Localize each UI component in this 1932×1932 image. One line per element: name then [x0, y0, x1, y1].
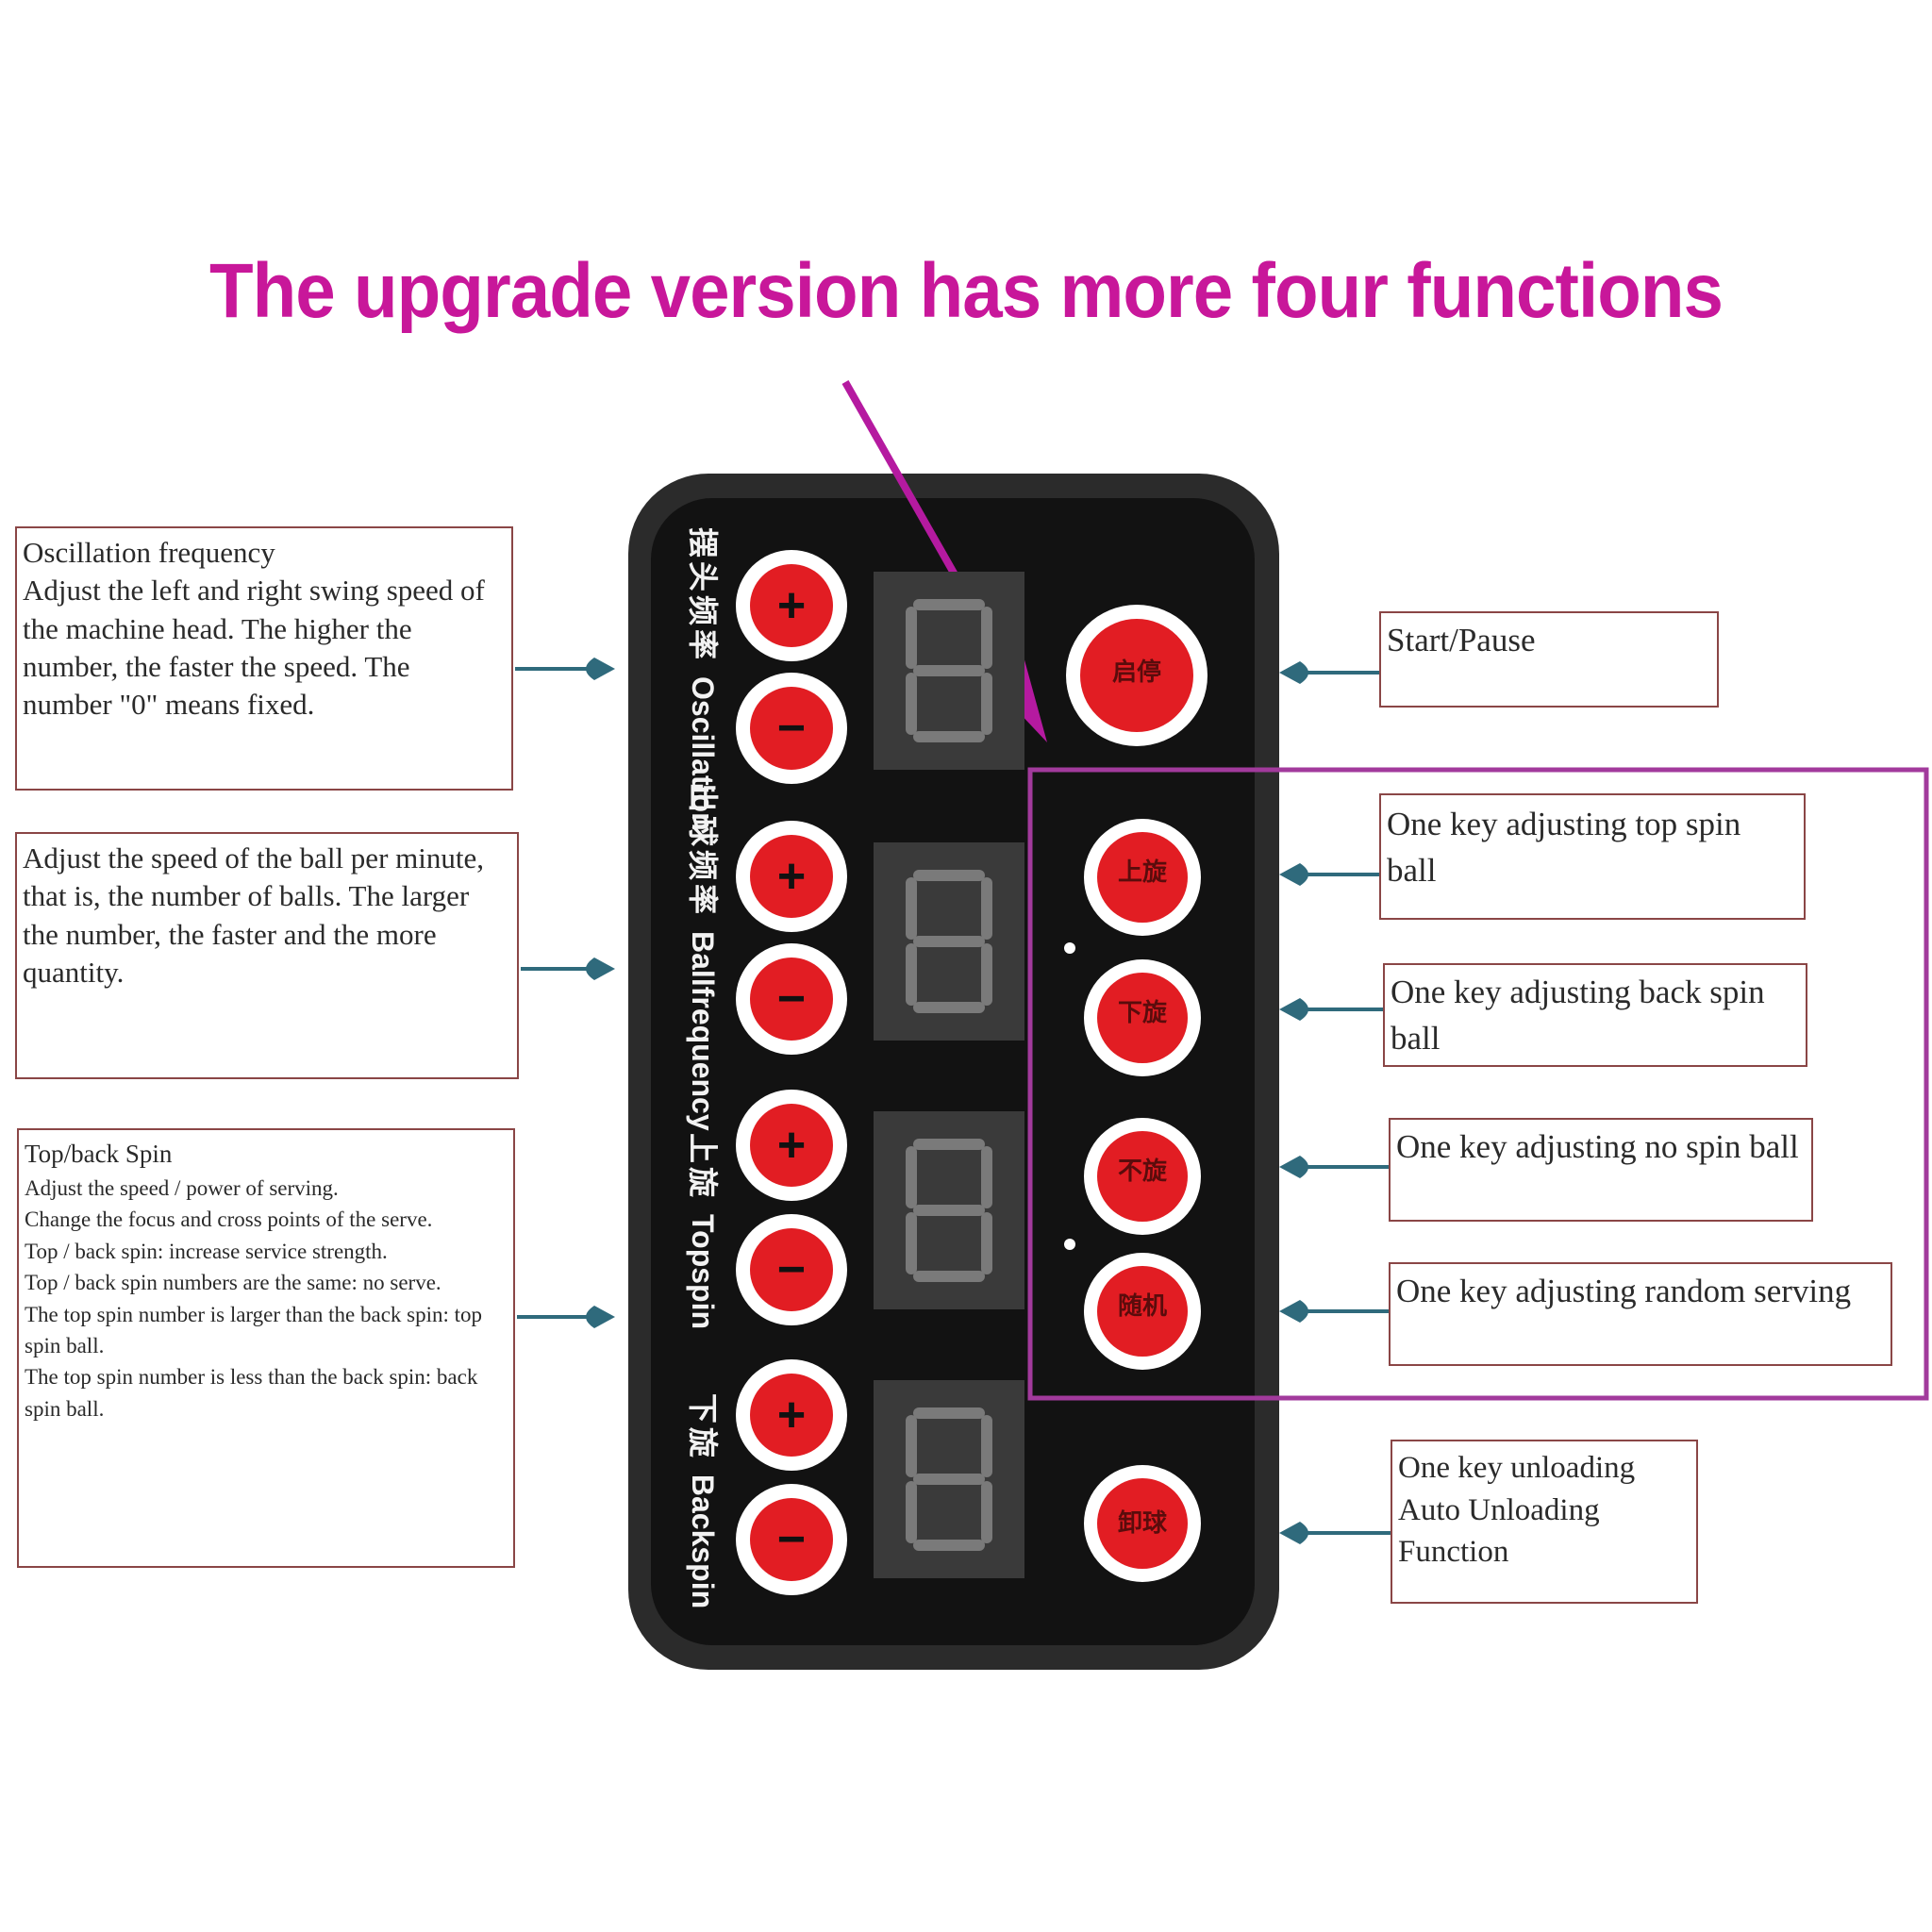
- oscillation-label: 摆头频率Oscillation: [683, 527, 726, 831]
- indicator-led: [1064, 1239, 1075, 1250]
- topspin-label-en: Topspin: [686, 1213, 720, 1330]
- oscillation-plus-button[interactable]: [750, 564, 833, 647]
- bulge-right-4: [1279, 1156, 1308, 1178]
- plus-icon: +: [776, 578, 807, 633]
- random-serving-button-glyph: 随机: [1117, 1292, 1167, 1321]
- callout-ball-speed: Adjust the speed of the ball per minute,…: [15, 832, 519, 1079]
- ball-frequency-label-en: Ballfrequency: [686, 931, 720, 1131]
- minus-icon: −: [776, 972, 807, 1026]
- ball-frequency-plus-button[interactable]: [750, 835, 833, 918]
- bulge-left-3: [586, 1306, 615, 1328]
- topspin-label-cn: 上旋: [686, 1132, 720, 1201]
- topspin-plus-button[interactable]: [750, 1104, 833, 1187]
- plus-icon: +: [776, 1118, 807, 1173]
- oscillation-minus-button[interactable]: [750, 687, 833, 770]
- callout-top-spin: One key adjusting top spin ball: [1379, 793, 1806, 920]
- bulge-left-2: [586, 958, 615, 980]
- callout-oscillation: Oscillation frequency Adjust the left an…: [15, 526, 513, 791]
- top-spin-ball-button[interactable]: [1097, 832, 1188, 923]
- callout-unloading-text: One key unloading Auto Unloading Functio…: [1398, 1451, 1636, 1570]
- control-panel-face: [651, 498, 1255, 1645]
- top-spin-ball-button-glyph: 上旋: [1117, 858, 1167, 887]
- callout-ball-speed-text: Adjust the speed of the ball per minute,…: [23, 841, 484, 989]
- topspin-label: 上旋 Topspin: [683, 1104, 726, 1358]
- ball-frequency-label: 出球频率 Ballfrequency: [683, 782, 726, 1131]
- callout-start-pause-text: Start/Pause: [1387, 622, 1536, 658]
- backspin-plus-button[interactable]: [750, 1374, 833, 1457]
- unloading-button-glyph: 卸球: [1117, 1509, 1167, 1538]
- plus-icon: +: [776, 849, 807, 904]
- headline: The upgrade version has more four functi…: [208, 248, 1724, 334]
- callout-spin: Top/back Spin Adjust the speed / power o…: [17, 1128, 515, 1568]
- ball-frequency-label-cn: 出球频率: [686, 782, 720, 919]
- callout-no-spin-text: One key adjusting no spin ball: [1396, 1128, 1799, 1165]
- bulge-left-1: [586, 658, 615, 680]
- start-pause-button-glyph: 启停: [1111, 658, 1161, 687]
- bulge-right-3: [1279, 998, 1308, 1021]
- bulge-right-5: [1279, 1300, 1308, 1323]
- backspin-minus-button[interactable]: [750, 1498, 833, 1581]
- bulge-right-2: [1279, 863, 1308, 886]
- random-serving-button[interactable]: [1097, 1266, 1188, 1357]
- backspin-label-cn: 下旋: [686, 1392, 720, 1461]
- no-spin-ball-button[interactable]: [1097, 1131, 1188, 1222]
- no-spin-ball-button-glyph: 不旋: [1117, 1158, 1167, 1186]
- callout-no-spin: One key adjusting no spin ball: [1389, 1118, 1813, 1222]
- backspin-label: 下旋 Backspin: [683, 1364, 726, 1638]
- start-pause-button[interactable]: [1080, 619, 1193, 732]
- callout-back-spin-text: One key adjusting back spin ball: [1391, 974, 1765, 1057]
- callout-random: One key adjusting random serving: [1389, 1262, 1892, 1366]
- connector-wires: [515, 667, 1391, 1535]
- callout-top-spin-text: One key adjusting top spin ball: [1387, 806, 1741, 889]
- ball-frequency-minus-button[interactable]: [750, 958, 833, 1041]
- callout-random-text: One key adjusting random serving: [1396, 1273, 1852, 1309]
- highlight-box: [1027, 767, 1929, 1401]
- topspin-minus-button[interactable]: [750, 1228, 833, 1311]
- callout-spin-body: Adjust the speed / power of serving. Cha…: [25, 1176, 483, 1421]
- back-spin-ball-button-glyph: 下旋: [1117, 999, 1167, 1027]
- wire-bulges: [586, 658, 1308, 1544]
- callout-unloading: One key unloading Auto Unloading Functio…: [1391, 1440, 1698, 1604]
- bulge-right-6: [1279, 1522, 1308, 1544]
- minus-icon: −: [776, 701, 807, 756]
- callout-oscillation-text: Oscillation frequency Adjust the left an…: [23, 536, 485, 722]
- callout-start-pause: Start/Pause: [1379, 611, 1719, 708]
- plus-icon: +: [776, 1388, 807, 1442]
- minus-icon: −: [776, 1242, 807, 1297]
- back-spin-ball-button[interactable]: [1097, 973, 1188, 1063]
- oscillation-label-cn: 摆头频率: [686, 527, 720, 664]
- minus-icon: −: [776, 1512, 807, 1567]
- unloading-button[interactable]: [1097, 1478, 1188, 1569]
- callout-spin-title: Top/back Spin: [25, 1140, 173, 1168]
- backspin-label-en: Backspin: [686, 1474, 720, 1609]
- callout-back-spin: One key adjusting back spin ball: [1383, 963, 1807, 1067]
- indicator-led: [1064, 942, 1075, 954]
- bulge-right-1: [1279, 661, 1308, 684]
